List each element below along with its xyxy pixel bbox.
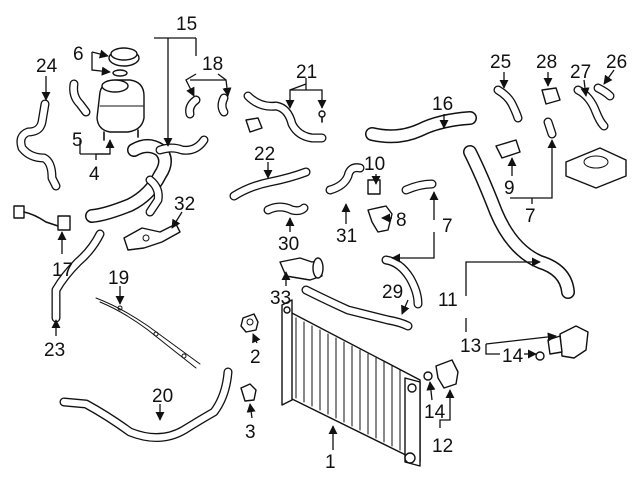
connector-28 [541,87,561,105]
o-ring-14-left [423,371,433,381]
callout-2: 2 [250,347,261,368]
lower-radiator-hose-11 [463,145,575,299]
callout-13: 13 [460,336,481,357]
callout-15: 15 [176,14,197,35]
callout-23: 23 [44,340,65,361]
hose-31 [325,163,365,195]
mount-bracket-upper [240,313,259,333]
hose-23 [51,229,105,323]
callout-leaders [41,37,615,450]
callout-9: 9 [504,178,515,199]
mount-bracket-lower [240,383,257,402]
hose-reservoir-small [69,79,91,117]
callout-7-center: 7 [442,216,453,237]
callout-20: 20 [152,386,173,407]
callout-19: 19 [108,268,129,289]
hose-25 [493,85,523,123]
callout-4: 4 [89,164,100,185]
callout-17: 17 [52,260,73,281]
callout-8: 8 [396,210,407,231]
callout-11: 11 [438,290,458,311]
connector-8 [367,205,393,233]
callout-27: 27 [570,62,591,83]
elbow-hose-30 [263,202,309,216]
reservoir-cap [108,47,140,77]
tee-fitting-13 [547,325,589,359]
callout-30: 30 [278,234,299,255]
callout-33: 33 [270,288,291,309]
oil-cooler [565,147,627,189]
callout-28: 28 [536,52,557,73]
temp-sensor-10 [367,179,381,195]
callout-14-left: 14 [424,402,446,423]
callout-3: 3 [245,422,256,443]
sensor-harness-17 [13,205,71,231]
callout-21: 21 [296,62,317,83]
fitting-12 [435,359,459,389]
hose-27 [573,85,609,131]
callout-18: 18 [202,54,223,75]
callout-6: 6 [73,44,84,65]
o-ring-14-right [535,351,545,361]
tube-7-right [543,117,557,139]
hose-26 [593,83,615,101]
large-hose-16 [365,111,477,144]
callout-32: 32 [174,194,195,215]
callout-25: 25 [490,52,511,73]
callout-24: 24 [36,56,58,77]
coolant-reservoir [96,79,145,141]
coolant-flange-32 [123,223,181,251]
callout-12: 12 [432,436,453,457]
callout-14-right: 14 [502,346,524,367]
callout-7-right: 7 [525,206,536,227]
bracket-strip-19 [95,297,201,369]
coolant-pipe-20 [59,367,233,442]
tee-fitting-9 [495,139,521,159]
hose-7-upper [401,179,437,195]
callout-29: 29 [382,282,403,303]
coolant-pipe-21 [243,91,327,143]
callout-10: 10 [364,154,385,175]
radiator [281,299,421,467]
callout-31: 31 [336,226,357,247]
hose-22 [229,167,311,201]
callout-22: 22 [254,144,275,165]
callout-16: 16 [432,94,453,115]
callout-5: 5 [72,130,83,151]
hose-24 [16,99,61,191]
callout-labels: 1 2 3 4 5 6 7 7 8 9 10 11 12 13 14 14 15… [36,14,627,473]
upper-hose-assembly [85,135,209,223]
hose-29 [301,285,413,331]
callout-1: 1 [325,452,336,473]
hose-connectors-18 [185,93,229,119]
callout-26: 26 [606,52,627,73]
